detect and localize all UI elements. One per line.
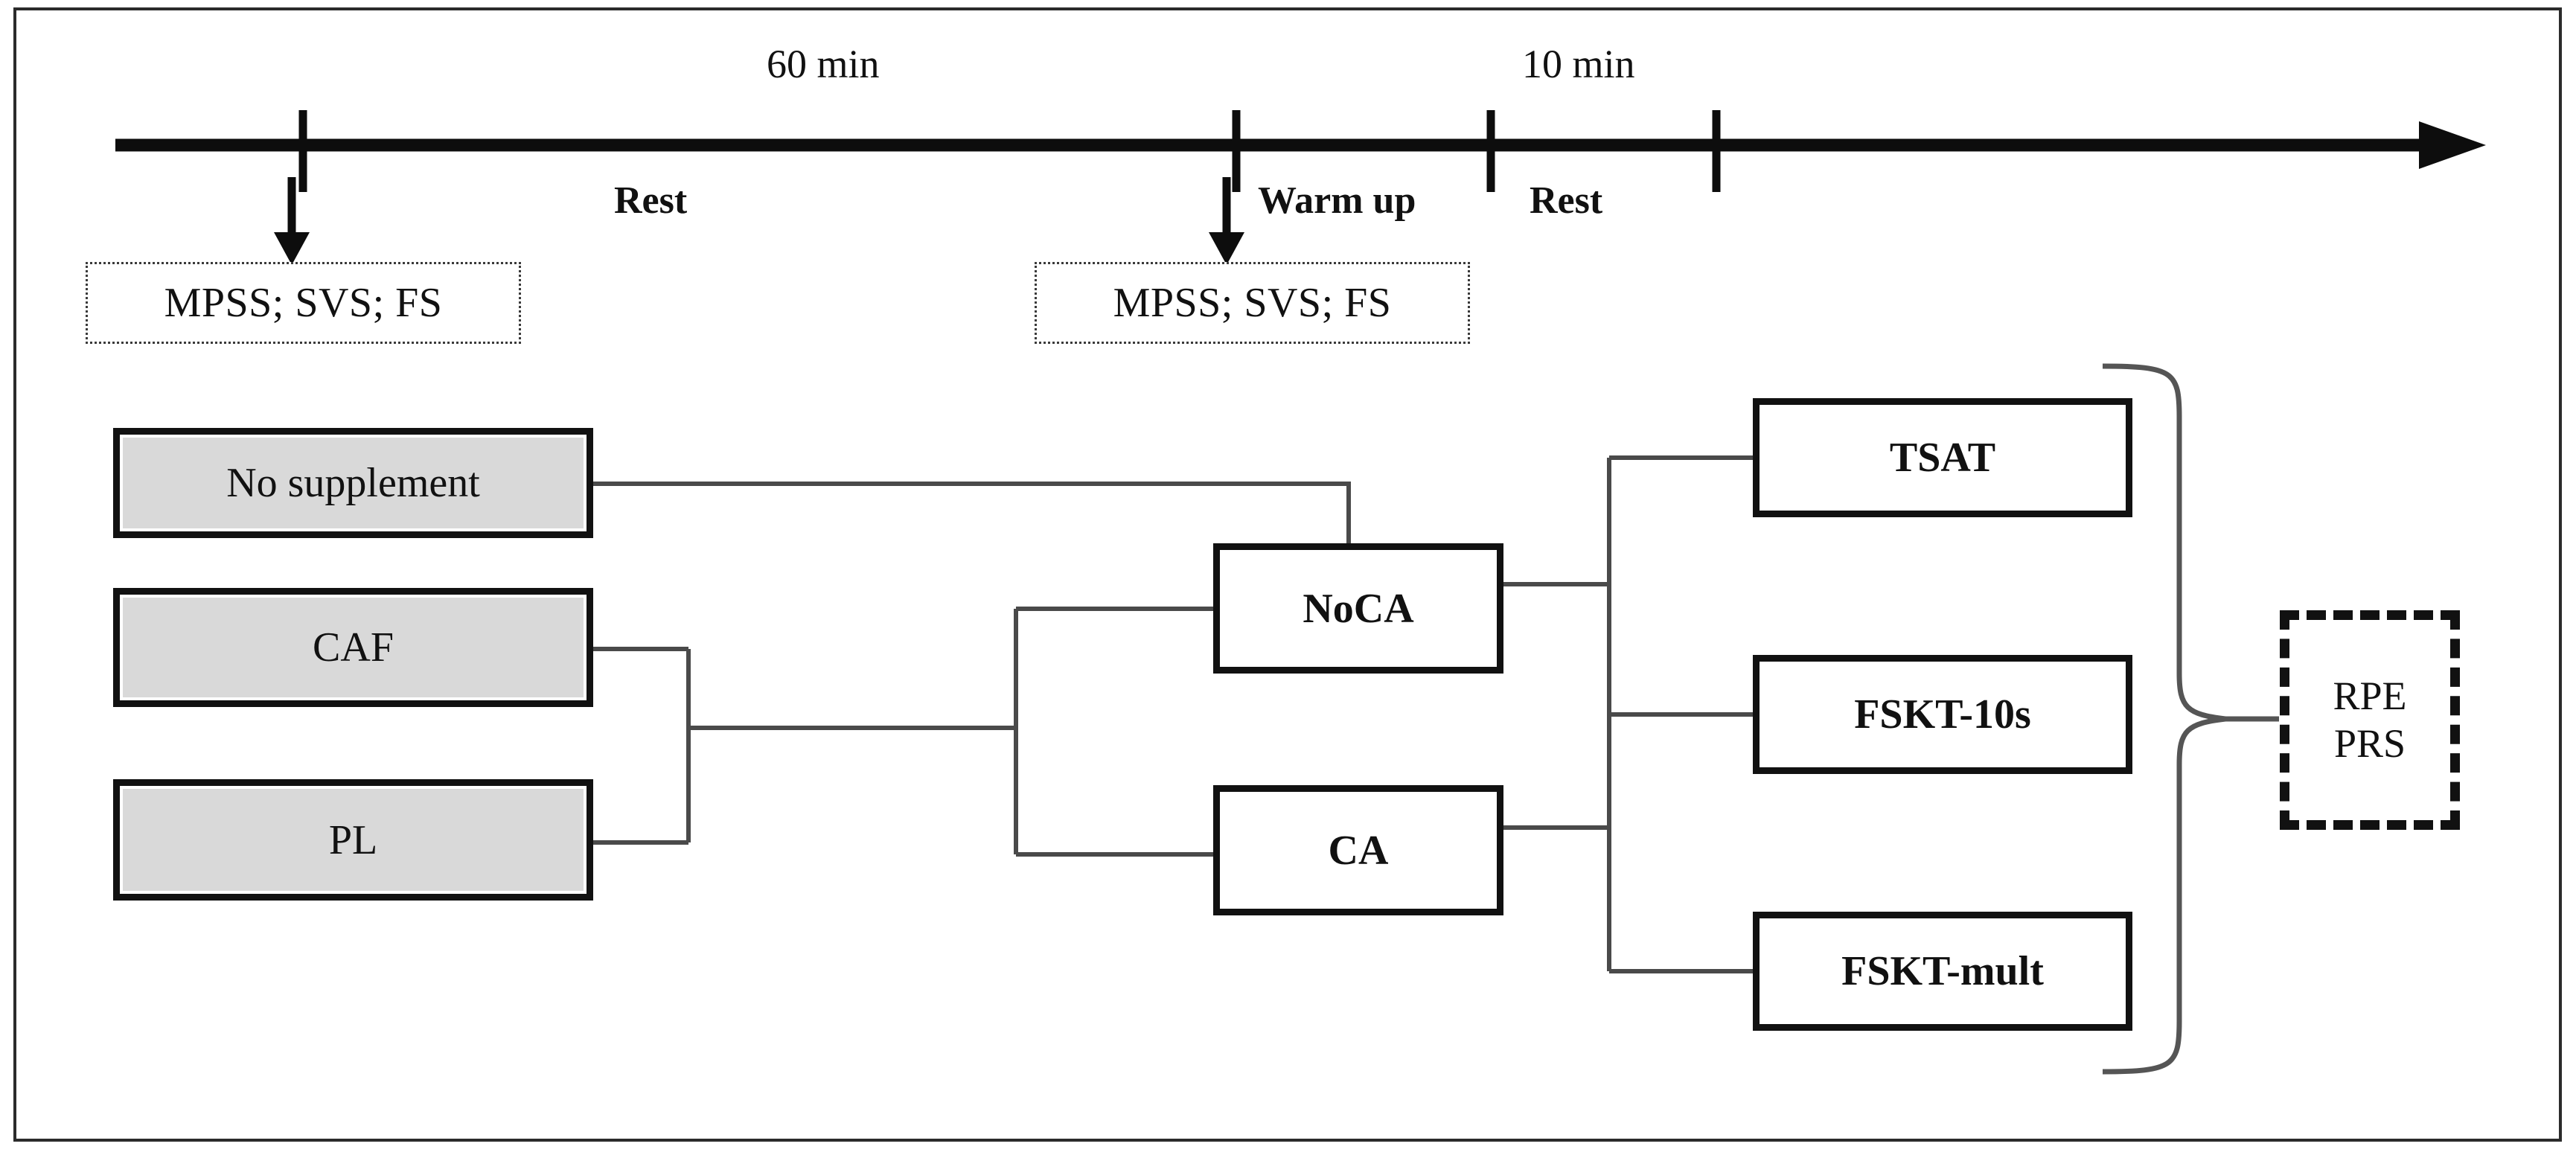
activation-box-noca[interactable]: NoCA bbox=[1213, 543, 1503, 674]
measurement-box-pre-warmup-label: MPSS; SVS; FS bbox=[1113, 280, 1392, 326]
supplement-box-pl[interactable]: PL bbox=[113, 779, 593, 901]
timeline-duration-10min: 10 min bbox=[1522, 42, 1635, 86]
supplement-box-caf-label: CAF bbox=[313, 624, 394, 671]
supplement-box-no-supplement[interactable]: No supplement bbox=[113, 428, 593, 538]
activation-box-noca-label: NoCA bbox=[1303, 585, 1414, 632]
test-box-fskt-10s[interactable]: FSKT-10s bbox=[1753, 655, 2132, 774]
measurement-box-pre-rest-label: MPSS; SVS; FS bbox=[164, 280, 443, 326]
activation-box-ca-label: CA bbox=[1328, 827, 1389, 874]
timeline-duration-60min: 60 min bbox=[767, 42, 880, 86]
measurement-box-pre-warmup: MPSS; SVS; FS bbox=[1035, 262, 1470, 344]
timeline-phase-warmup: Warm up bbox=[1258, 179, 1416, 222]
supplement-box-caf[interactable]: CAF bbox=[113, 588, 593, 707]
outcome-label-rpe: RPE bbox=[2333, 673, 2407, 718]
outcome-box[interactable]: RPE PRS bbox=[2280, 610, 2460, 830]
outcome-label-prs: PRS bbox=[2333, 720, 2406, 766]
test-box-fskt-mult-label: FSKT-mult bbox=[1841, 948, 2044, 994]
test-box-tsat[interactable]: TSAT bbox=[1753, 398, 2132, 517]
activation-box-ca[interactable]: CA bbox=[1213, 785, 1503, 915]
measurement-box-pre-rest: MPSS; SVS; FS bbox=[86, 262, 521, 344]
supplement-box-no-supplement-label: No supplement bbox=[226, 460, 480, 506]
test-box-fskt-10s-label: FSKT-10s bbox=[1854, 691, 2031, 738]
test-box-fskt-mult[interactable]: FSKT-mult bbox=[1753, 912, 2132, 1031]
supplement-box-pl-label: PL bbox=[328, 816, 378, 863]
test-box-tsat-label: TSAT bbox=[1889, 435, 1996, 481]
timeline-phase-rest-2: Rest bbox=[1530, 179, 1603, 222]
timeline-phase-rest-1: Rest bbox=[614, 179, 688, 222]
